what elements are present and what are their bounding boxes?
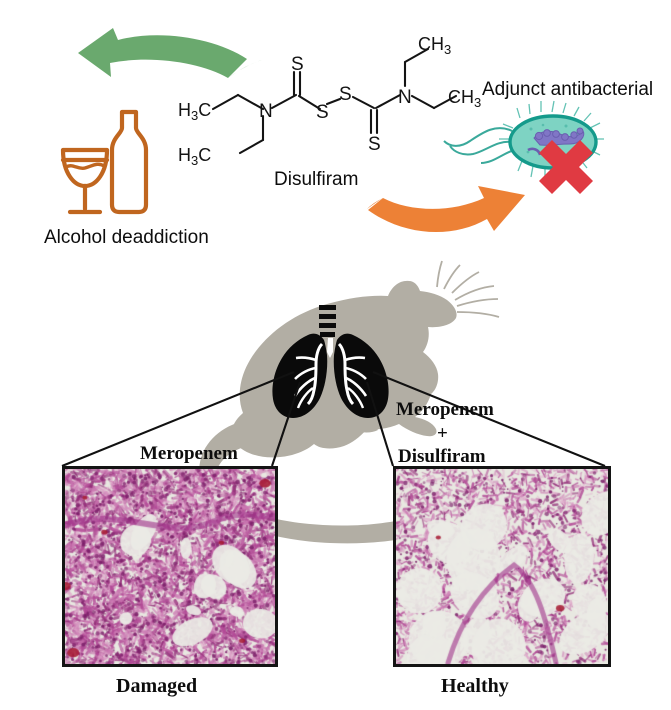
caption-healthy: Healthy (441, 675, 509, 697)
disulfiram-name-label: Disulfiram (274, 169, 358, 190)
atom-label-s-bottom-right: S (368, 134, 381, 155)
disulfiram-structure (211, 47, 458, 155)
atom-label-ch3-lower: CH3 (448, 87, 481, 110)
histology-damaged-panel (62, 466, 278, 667)
atom-label-ch3-upper: CH3 (418, 34, 451, 57)
atom-label-n-left: N (259, 101, 273, 122)
atom-label-n-right: N (398, 87, 412, 108)
histology-damaged-image (65, 469, 275, 664)
atom-label-s-left: S (316, 102, 329, 123)
molecule-atom-labels: H3C H3C N S S S S N CH3 CH3 (178, 34, 481, 168)
callout-lines (61, 371, 606, 467)
treatment-label-right-line1: Meropenem (396, 399, 494, 420)
lungs-icon (272, 305, 389, 418)
alcohol-deaddiction-label: Alcohol deaddiction (44, 227, 209, 248)
adjunct-antibacterial-label: Adjunct antibacterial (482, 79, 653, 100)
atom-label-h3c-upper: H3C (178, 100, 211, 123)
atom-label-h3c-lower: H3C (178, 145, 211, 168)
wine-glass-and-bottle-icon (60, 109, 149, 215)
treatment-label-left: Meropenem (140, 443, 238, 464)
treatment-label-right-line2: Disulfiram (398, 446, 486, 467)
green-arrow-left-icon (78, 28, 262, 78)
treatment-label-right-plus: + (437, 423, 448, 444)
atom-label-s-top-left: S (291, 54, 304, 75)
red-x-icon (539, 140, 593, 194)
atom-label-s-right: S (339, 84, 352, 105)
caption-damaged: Damaged (116, 675, 197, 697)
histology-healthy-panel (393, 466, 611, 667)
histology-healthy-image (396, 469, 608, 664)
orange-arrow-right-icon (367, 186, 525, 233)
